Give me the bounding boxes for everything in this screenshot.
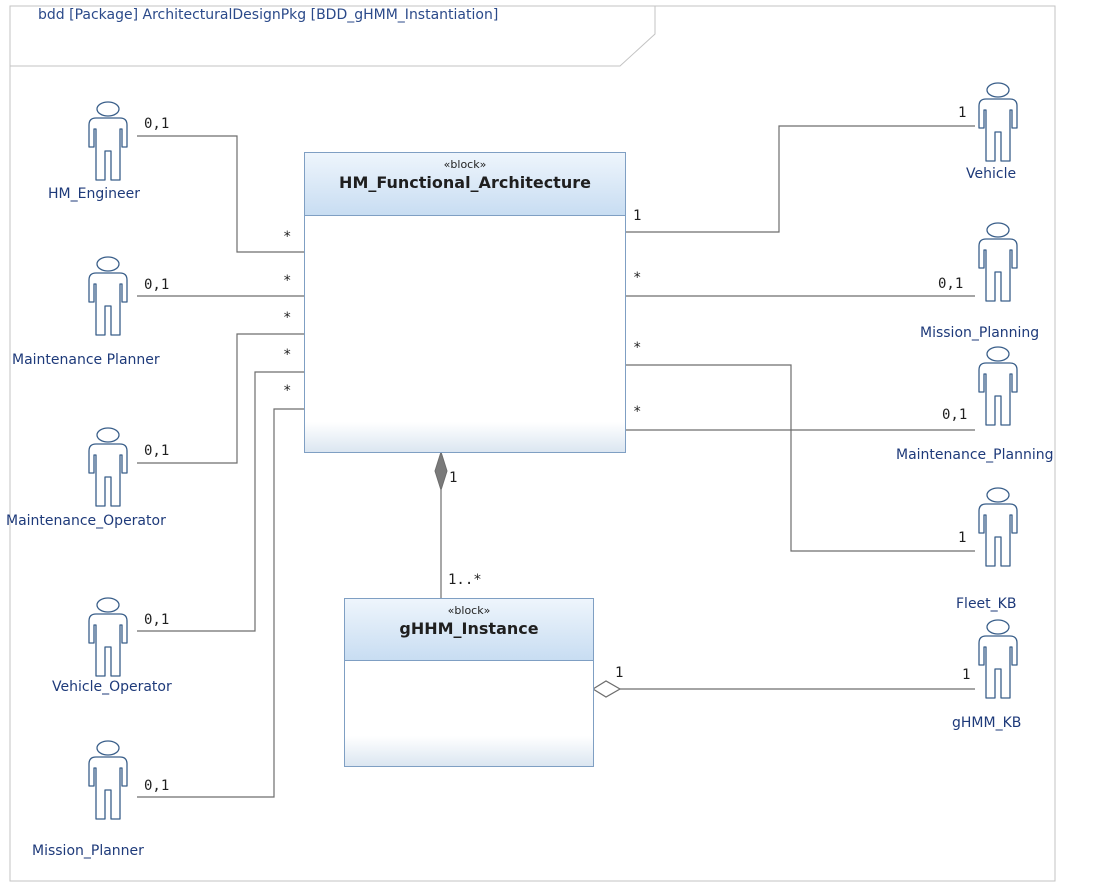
actor-maintenance-operator-icon[interactable] bbox=[88, 427, 128, 507]
multiplicity-label: 1..* bbox=[448, 572, 482, 588]
multiplicity-label: 0,1 bbox=[144, 778, 170, 794]
block-name: HM_Functional_Architecture bbox=[339, 173, 591, 192]
actor-label-vehicle: Vehicle bbox=[966, 166, 1017, 182]
actor-label-fleet-kb: Fleet_KB bbox=[956, 596, 1017, 612]
multiplicity-label: 0,1 bbox=[942, 407, 968, 423]
frame-title-tab bbox=[10, 6, 656, 67]
multiplicity-label: 1 bbox=[958, 105, 967, 121]
multiplicity-label: * bbox=[283, 273, 292, 289]
actor-label-mission-planning: Mission_Planning bbox=[920, 325, 1040, 341]
association-vehicle bbox=[624, 125, 975, 233]
multiplicity-label: 0,1 bbox=[144, 443, 170, 459]
actor-label-maintenance-planner: Maintenance Planner bbox=[12, 352, 160, 368]
actor-label-hm-engineer: HM_Engineer bbox=[48, 186, 140, 202]
frame-title: bdd [Package] ArchitecturalDesignPkg [BD… bbox=[38, 7, 499, 23]
multiplicity-label: * bbox=[633, 270, 642, 286]
association-fleet-kb bbox=[624, 364, 975, 552]
association-vehicle-operator bbox=[137, 371, 304, 632]
block-header: «block» HM_Functional_Architecture bbox=[305, 153, 625, 216]
actor-label-maintenance-planning: Maintenance_Planning bbox=[896, 447, 1054, 463]
block-ghhm-instance[interactable]: «block» gHHM_Instance bbox=[344, 598, 594, 767]
multiplicity-label: * bbox=[283, 347, 292, 363]
multiplicity-label: 0,1 bbox=[938, 276, 964, 292]
block-stereotype: «block» bbox=[443, 158, 487, 171]
block-header: «block» gHHM_Instance bbox=[345, 599, 593, 661]
actor-label-mission-planner: Mission_Planner bbox=[32, 843, 144, 859]
multiplicity-label: * bbox=[283, 310, 292, 326]
block-footer bbox=[345, 736, 593, 766]
multiplicity-label: 0,1 bbox=[144, 612, 170, 628]
multiplicity-label: * bbox=[283, 383, 292, 399]
actor-maintenance-planner-icon[interactable] bbox=[88, 256, 128, 336]
multiplicity-label: * bbox=[633, 404, 642, 420]
actor-vehicle-operator-icon[interactable] bbox=[88, 597, 128, 677]
multiplicity-label: 1 bbox=[633, 208, 642, 224]
actor-label-maintenance-operator: Maintenance_Operator bbox=[6, 513, 166, 529]
association-mission-planner bbox=[137, 408, 304, 798]
multiplicity-label: 1 bbox=[962, 667, 971, 683]
multiplicity-label: * bbox=[283, 229, 292, 245]
multiplicity-label: 1 bbox=[449, 470, 458, 486]
multiplicity-label: 0,1 bbox=[144, 116, 170, 132]
actor-label-vehicle-operator: Vehicle_Operator bbox=[52, 679, 172, 695]
actor-maintenance-planning-icon[interactable] bbox=[978, 346, 1018, 426]
block-hm-functional-architecture[interactable]: «block» HM_Functional_Architecture bbox=[304, 152, 626, 453]
actor-mission-planner-icon[interactable] bbox=[88, 740, 128, 820]
actor-hm-engineer-icon[interactable] bbox=[88, 101, 128, 181]
actor-label-ghmm-kb: gHMM_KB bbox=[952, 715, 1022, 731]
actor-mission-planning-icon[interactable] bbox=[978, 222, 1018, 302]
block-footer bbox=[305, 422, 625, 452]
multiplicity-label: 0,1 bbox=[144, 277, 170, 293]
composition-diamond bbox=[434, 450, 448, 492]
block-name: gHHM_Instance bbox=[399, 619, 539, 638]
block-stereotype: «block» bbox=[447, 604, 491, 617]
frame-border bbox=[9, 5, 1056, 882]
multiplicity-label: 1 bbox=[615, 665, 624, 681]
multiplicity-label: 1 bbox=[958, 530, 967, 546]
actor-vehicle-icon[interactable] bbox=[978, 82, 1018, 162]
aggregation-diamond bbox=[591, 680, 622, 698]
association-maintenance-operator bbox=[137, 333, 304, 464]
actor-ghmm-kb-icon[interactable] bbox=[978, 619, 1018, 699]
association-hm-engineer bbox=[137, 135, 304, 253]
actor-fleet-kb-icon[interactable] bbox=[978, 487, 1018, 567]
multiplicity-label: * bbox=[633, 340, 642, 356]
